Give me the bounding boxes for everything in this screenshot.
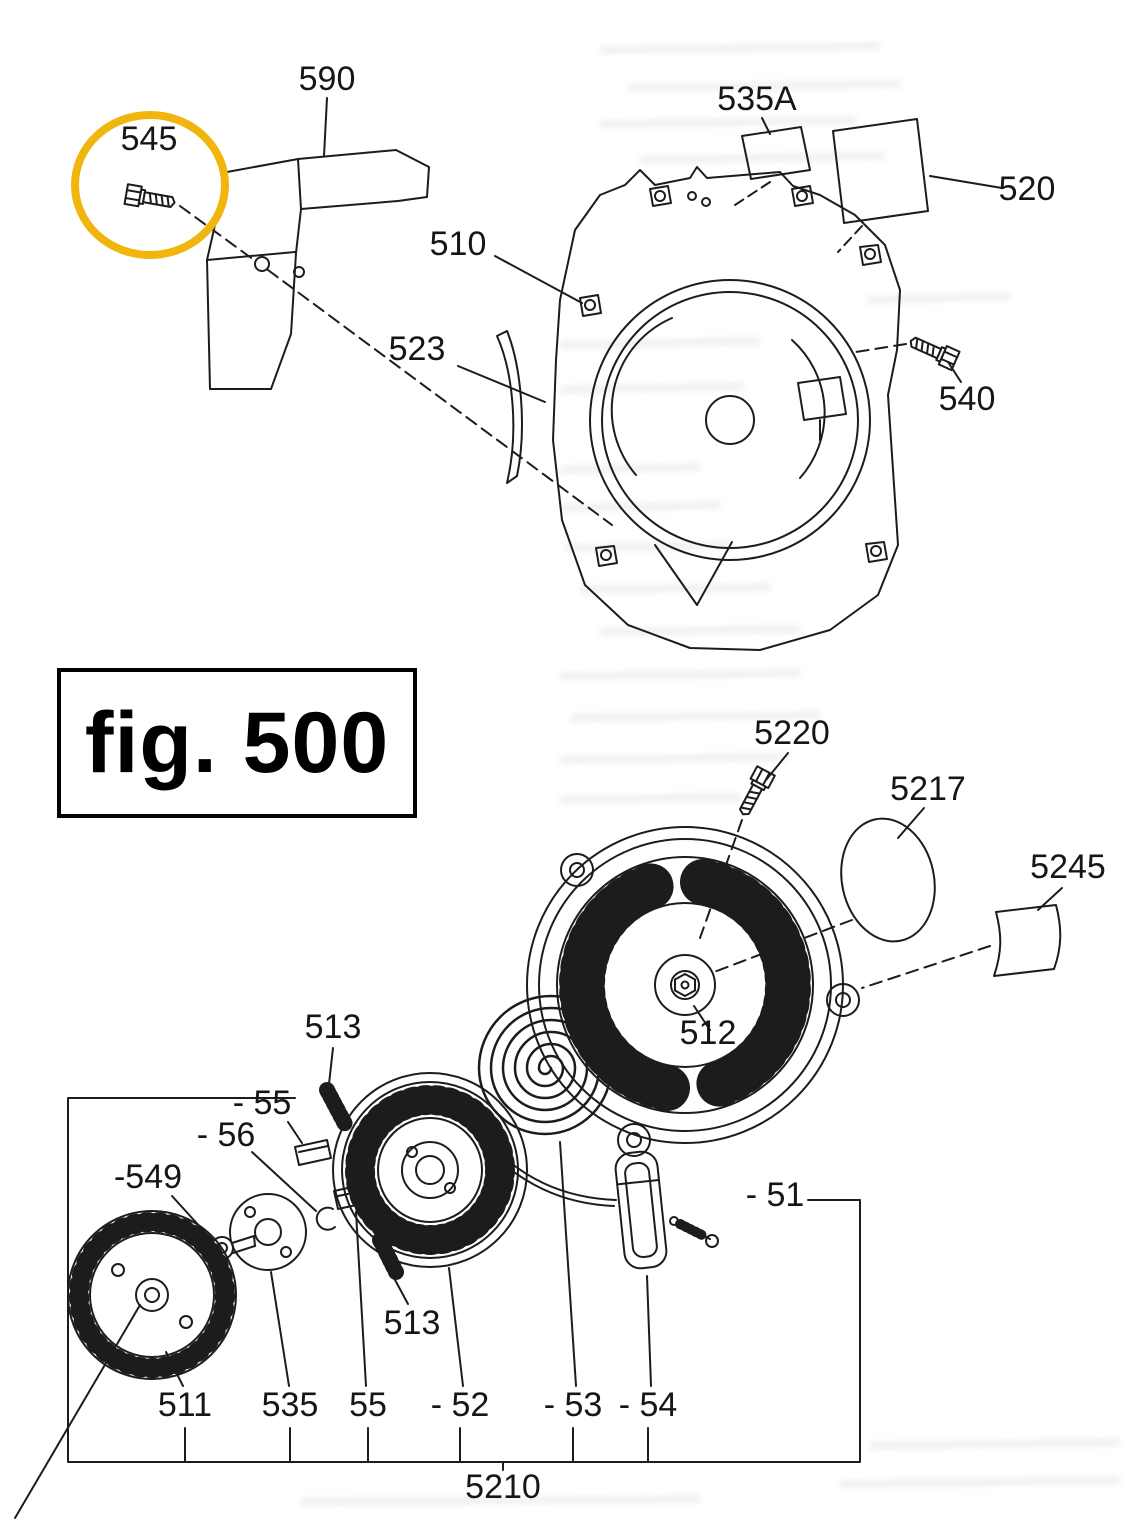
figure-label: fig. 500	[84, 694, 390, 791]
part-label-5210: 5210	[465, 1468, 541, 1506]
spiral-spring-53-drawing	[477, 994, 632, 1136]
bleedthrough-text-artifacts	[299, 41, 1121, 1507]
part-label-53: - 53	[543, 1386, 603, 1424]
part-label-5220: 5220	[754, 714, 830, 752]
label-5245-drawing	[861, 887, 1063, 989]
part-label-5217: 5217	[890, 770, 966, 808]
friction-shoe-55-drawing	[287, 1121, 371, 1210]
highlight-circle	[71, 111, 229, 259]
part-label-535a: 535A	[717, 80, 797, 118]
part-label-590: 590	[298, 60, 356, 98]
part-label-523: 523	[388, 330, 446, 368]
part-label-55-lower: 55	[349, 1386, 387, 1424]
part-label-54: - 54	[618, 1386, 678, 1424]
part-label-520: 520	[998, 170, 1056, 208]
part-label-55-upper: - 55	[232, 1084, 292, 1122]
part-label-52: - 52	[430, 1386, 490, 1424]
part-label-56: - 56	[196, 1116, 256, 1154]
pulley-511-drawing	[14, 1210, 237, 1519]
part-label-510: 510	[429, 225, 487, 263]
starter-case-512-drawing	[526, 826, 860, 1157]
part-label-545: 545	[120, 120, 178, 158]
blower-housing-510-drawing	[494, 166, 901, 651]
part-label-535: 535	[261, 1386, 319, 1424]
label-plate-535a-drawing	[734, 117, 811, 206]
air-guide-523-drawing	[457, 330, 546, 484]
clip-56-drawing	[251, 1151, 336, 1231]
reel-52-drawing	[332, 1072, 528, 1268]
part-label-5245: 5245	[1030, 848, 1106, 886]
bolt-545-drawing	[123, 183, 613, 526]
figure-label-box: fig. 500	[57, 668, 417, 818]
group-bracket-5210-drawing	[67, 1097, 861, 1471]
part-label-513-upper: 513	[304, 1008, 362, 1046]
part-label-513-lower: 513	[383, 1304, 441, 1342]
part-label-511: 511	[157, 1386, 213, 1424]
label-plate-520-drawing	[832, 118, 1003, 253]
part-label-51: - 51	[745, 1176, 805, 1214]
label-5217-drawing	[713, 807, 936, 973]
springs-513-drawing	[319, 1047, 409, 1305]
part-label-512: 512	[679, 1014, 737, 1052]
plate-535-drawing	[229, 1193, 307, 1271]
part-label-540: 540	[938, 380, 996, 418]
bolt-540-drawing	[855, 330, 962, 383]
part-label-549: -549	[113, 1158, 183, 1196]
